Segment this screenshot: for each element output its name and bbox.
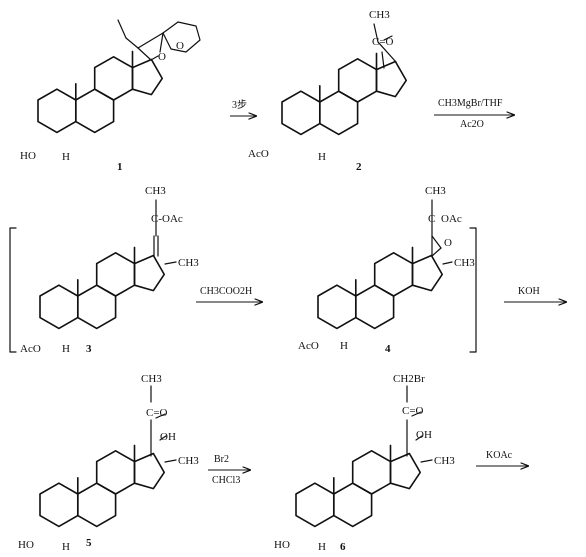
compound-4-hydrogen: H <box>340 340 348 352</box>
compound-4: CH3 C OAc O CH3 AcO H 4 <box>298 185 475 355</box>
compound-1: O O HO H 1 <box>20 19 201 173</box>
compound-5: CH3 C=O OH CH3 HO H 5 <box>18 373 199 553</box>
compound-2-hydrogen: H <box>318 151 326 163</box>
arrow-step-5: Br2 CHCl3 <box>208 454 250 486</box>
compound-6-ketone: C=O <box>402 405 424 417</box>
compound-6-number: 6 <box>340 541 346 553</box>
compound-6-hydroxyl-3: HO <box>274 539 290 551</box>
compound-4-epoxide-oxygen: O <box>444 237 452 249</box>
compound-3: CH3 C-OAc CH3 AcO H 3 <box>20 185 199 355</box>
compound-4-acetoxy-top: OAc <box>441 213 462 225</box>
compound-5-methyl-d: CH3 <box>178 455 199 467</box>
compound-5-hydroxyl: OH <box>160 431 176 443</box>
spiroketal <box>117 19 201 61</box>
compound-3-enol-acetate: C-OAc <box>151 213 183 225</box>
intermediate-brackets <box>9 227 477 353</box>
compound-4-number: 4 <box>385 343 391 355</box>
arrow-step-1: 3步 <box>230 99 256 116</box>
arrow-step-6: KOAc <box>476 450 528 466</box>
compound-3-hydrogen: H <box>62 343 70 355</box>
compound-3-number: 3 <box>86 343 92 355</box>
compound-5-hydroxyl-3: HO <box>18 539 34 551</box>
compound-2-number: 2 <box>356 161 362 173</box>
compound-1-hydrogen: H <box>62 151 70 163</box>
compound-5-number: 5 <box>86 537 92 549</box>
compound-1-number: 1 <box>117 161 123 173</box>
arrow-2-reagent-above: CH3MgBr/THF <box>438 98 503 109</box>
compound-4-acetoxy: AcO <box>298 340 319 352</box>
compound-1-ring-oxygen: O <box>158 51 166 63</box>
compound-3-acetoxy: AcO <box>20 343 41 355</box>
compound-2: CH3 C=O AcO H 2 <box>248 9 408 173</box>
compound-6: CH2Br C=O OH CH3 HO H 6 <box>274 373 455 553</box>
compound-3-methyl-d: CH3 <box>178 257 199 269</box>
compound-2-ketone: C=O <box>372 36 394 48</box>
compound-4-methyl-top: CH3 <box>425 185 446 197</box>
arrow-3-reagent: CH3COO2H <box>200 286 252 297</box>
arrow-step-4: KOH <box>504 286 566 302</box>
compound-1-hydroxyl: HO <box>20 150 36 162</box>
arrow-4-reagent: KOH <box>518 286 540 297</box>
arrow-1-reagent: 3步 <box>232 99 247 111</box>
compound-4-methyl-d: CH3 <box>454 257 475 269</box>
compound-5-methyl: CH3 <box>141 373 162 385</box>
compound-6-hydrogen: H <box>318 541 326 553</box>
compound-5-ketone: C=O <box>146 407 168 419</box>
compound-2-acetoxy: AcO <box>248 148 269 160</box>
compound-4-carbon: C <box>428 213 435 225</box>
compound-6-methyl-d: CH3 <box>434 455 455 467</box>
compound-2-methyl: CH3 <box>369 9 390 21</box>
compound-1-pyran-oxygen: O <box>176 40 184 52</box>
compound-6-bromomethyl: CH2Br <box>393 373 425 385</box>
compound-3-methyl-top: CH3 <box>145 185 166 197</box>
arrow-5-reagent-above: Br2 <box>214 454 229 465</box>
arrow-6-reagent: KOAc <box>486 450 513 461</box>
arrow-5-reagent-below: CHCl3 <box>212 475 240 486</box>
compound-6-hydroxyl: OH <box>416 429 432 441</box>
arrow-2-reagent-below: Ac2O <box>460 119 484 130</box>
arrow-step-2: CH3MgBr/THF Ac2O <box>434 98 514 130</box>
compound-5-hydrogen: H <box>62 541 70 553</box>
arrow-step-3: CH3COO2H <box>196 286 262 302</box>
